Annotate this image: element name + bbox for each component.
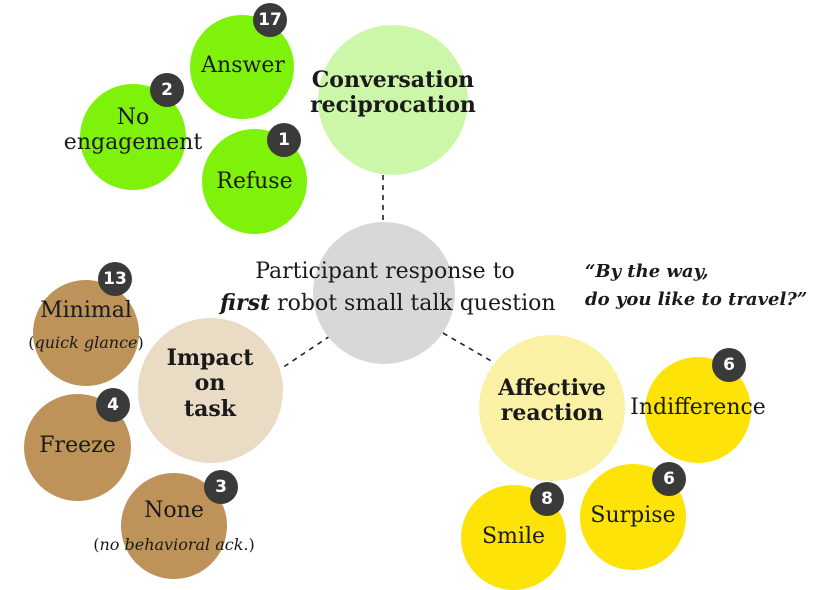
none-note-text: no behavioral ack. — [99, 535, 249, 554]
center-title-line1: Participant response to — [255, 259, 515, 284]
surpise-label: Surpise — [590, 503, 676, 528]
none-note-open: ( — [93, 535, 100, 554]
impact-title-line1: Impact — [166, 345, 254, 371]
no-engagement-label-line2: engagement — [63, 130, 203, 156]
quote: “By the way, do you like to travel?” — [585, 258, 825, 314]
quote-line1: “By the way, — [585, 261, 709, 282]
minimal-label: Minimal — [40, 298, 132, 323]
impact-on-task-title: Impact on task — [140, 345, 280, 422]
no-engagement-count-badge: 2 — [150, 73, 184, 107]
affective-reaction-circle — [479, 335, 625, 481]
no-engagement-label-line1: No — [116, 105, 150, 130]
minimal-note-close: ) — [137, 333, 144, 352]
quote-line2: do you like to travel?” — [585, 288, 808, 310]
minimal-count-badge: 13 — [98, 262, 132, 296]
center-title-line2: first robot small talk question — [220, 289, 556, 316]
impact-title-line3: task — [183, 395, 237, 422]
none-note: (no behavioral ack.) — [84, 535, 264, 554]
none-count-badge: 3 — [204, 470, 238, 504]
indifference-count-badge: 6 — [712, 348, 746, 382]
indifference-label: Indifference — [630, 395, 766, 420]
conversation-title-line1: Conversation — [311, 67, 475, 93]
smile-label: Smile — [481, 524, 546, 549]
connector-to-impact — [281, 335, 331, 369]
affective-reaction-title: Affective reaction — [479, 375, 625, 427]
center-title-line2-rest: robot small talk question — [270, 290, 556, 316]
freeze-count-badge: 4 — [96, 388, 130, 422]
conversation-reciprocation-circle — [318, 25, 468, 175]
answer-label: Answer — [201, 53, 285, 78]
conversation-reciprocation-title: Conversation reciprocation — [293, 67, 493, 119]
impact-on-task-circle — [138, 318, 283, 463]
none-label: None — [144, 498, 204, 523]
center-title-emphasis: first — [220, 289, 271, 316]
center-title: Participant response to first robot smal… — [220, 257, 556, 320]
none-note-close: ) — [248, 535, 255, 554]
surpise-count-badge: 6 — [652, 462, 686, 496]
no-engagement-label: No engagement — [58, 105, 208, 156]
refuse-label: Refuse — [216, 169, 293, 194]
connector-to-affective — [442, 332, 494, 363]
minimal-note-text: quick glance — [34, 333, 138, 352]
refuse-count-badge: 1 — [267, 123, 301, 157]
center-circle — [313, 222, 455, 364]
affective-title-line1: Affective — [498, 375, 606, 401]
minimal-note-open: ( — [28, 333, 35, 352]
freeze-label: Freeze — [39, 433, 116, 458]
smile-count-badge: 8 — [530, 482, 564, 516]
answer-count-badge: 17 — [253, 3, 287, 37]
affective-title-line2: reaction — [500, 400, 604, 427]
impact-title-line2: on — [194, 370, 226, 397]
minimal-circle — [33, 280, 139, 386]
minimal-note: (quick glance) — [0, 333, 172, 352]
conversation-title-line2: reciprocation — [310, 92, 476, 119]
